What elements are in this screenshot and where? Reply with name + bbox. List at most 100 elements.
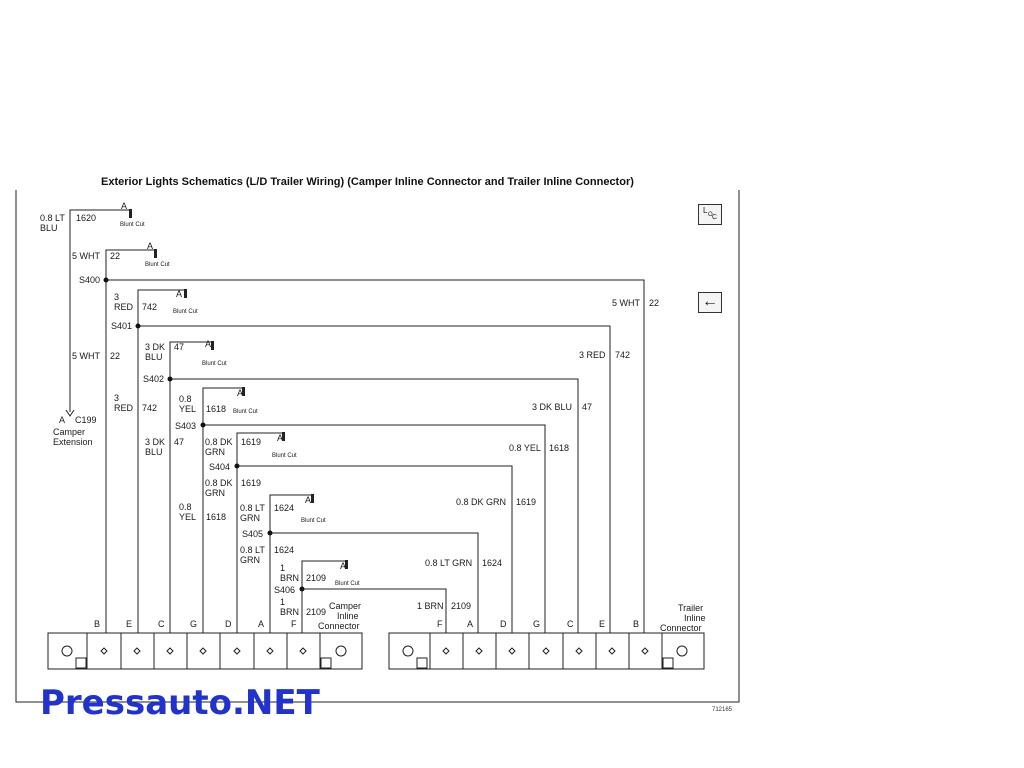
splice-dot [200,422,206,428]
label-1618a-color: YEL [179,404,197,414]
trailer-pin-g: G [533,619,541,629]
blunt-cut-pin-a: A [340,561,347,571]
camper-connector-line3: Connector [318,621,360,631]
label-1620-circuit: 1620 [76,213,97,223]
c199-line1: Camper [53,427,86,437]
figure-number: 712165 [712,707,733,713]
wire-742-stub [137,289,185,326]
camper-pin-d: D [225,619,232,629]
label-2109b-gauge: 1 [280,597,286,607]
wire-1620 [69,209,130,412]
blunt-cut-pin-a: A [205,339,212,349]
blunt-cut-pin-a: A [121,201,128,211]
label-right-47-circuit: 47 [582,402,593,412]
label-1624b-circuit: 1624 [274,545,295,555]
blunt-cut-pin-a: A [277,433,284,443]
label-22a-circuit: 22 [110,251,121,261]
wire-1618-stub [202,387,243,425]
label-2109a-circuit: 2109 [306,573,327,583]
label-1618a-circuit: 1618 [206,404,227,414]
trailer-connector-line2: Inline [684,613,706,623]
trailer-connector-line3: Connector [660,623,702,633]
blunt-cut-marker [311,494,314,503]
label-47b-gauge: 3 DK [145,437,166,447]
blunt-cut-marker [184,289,187,298]
trailer-connector-terminals [442,647,649,655]
blunt-cut-pin-a: A [237,388,244,398]
location-icon[interactable]: L O C [698,204,722,225]
blunt-cut-label: Blunt Cut [272,453,297,459]
blunt-cut-label: Blunt Cut [202,361,227,367]
camper-connector-terminals [100,647,307,655]
label-1619b-circuit: 1619 [241,478,262,488]
label-right-1624-circuit: 1624 [482,558,503,568]
label-right-1618-circuit: 1618 [549,443,570,453]
wire-742-main [138,325,611,625]
blunt-cut-pin-a: A [176,289,183,299]
blunt-cut-label: Blunt Cut [145,262,170,268]
label-right-1619: 0.8 DK GRN [456,497,507,507]
splice-dot [299,586,305,592]
label-22a-gauge: 5 WHT [72,251,100,261]
loc-l: L [703,206,708,215]
wire-1619-stub [236,432,283,466]
wire-47-main [170,378,579,625]
label-2109a-gauge: 1 [280,563,286,573]
label-1624a-gauge: 0.8 LT [240,503,265,513]
splice-dot [135,323,141,329]
wire-2109-stub [301,560,346,589]
splice-s403: S403 [175,421,197,431]
splice-dot [167,376,173,382]
trailer-pin-d: D [500,619,507,629]
diagram-title: Exterior Lights Schematics (L/D Trailer … [101,176,634,188]
label-47a-color: BLU [145,352,163,362]
label-right-1619-circuit: 1619 [516,497,537,507]
trailer-inline-connector [388,632,705,670]
blunt-cut-marker [345,560,348,569]
label-2109b-color: BRN [280,607,300,617]
label-right-2109: 1 BRN [417,601,444,611]
label-1618b-color: YEL [179,512,197,522]
blunt-cut-marker [242,387,245,396]
label-742b-gauge: 3 [114,393,120,403]
label-right-2109-circuit: 2109 [451,601,472,611]
wire-22-stub [105,249,155,280]
label-1624a-circuit: 1624 [274,503,295,513]
label-47a-circuit: 47 [174,342,185,352]
label-right-1624: 0.8 LT GRN [425,558,473,568]
label-1620-color: BLU [40,223,58,233]
wire-1618-main [203,424,546,625]
splice-s400: S400 [79,275,101,285]
splice-s402: S402 [143,374,165,384]
splice-dot [234,463,240,469]
label-right-22: 5 WHT [612,298,640,308]
label-1620-gauge: 0.8 LT [40,213,65,223]
blunt-cut-label: Blunt Cut [233,409,258,415]
blunt-cut-label: Blunt Cut [120,222,145,228]
camper-connector-line2: Inline [337,611,359,621]
label-22b-gauge: 5 WHT [72,351,100,361]
label-47a-gauge: 3 DK [145,342,166,352]
wire-22-main [106,279,645,625]
c199-pin: A [59,415,66,425]
label-742a-circuit: 742 [142,302,158,312]
camper-inline-connector [47,632,363,670]
camper-connector-line1: Camper [329,601,362,611]
wire-2109-main [302,588,447,625]
splice-s405: S405 [242,529,264,539]
label-1618a-gauge: 0.8 [179,394,192,404]
label-right-47: 3 DK BLU [532,402,573,412]
wire-1624-main [270,532,479,625]
label-right-742-circuit: 742 [615,350,631,360]
label-2109a-color: BRN [280,573,300,583]
splice-s406: S406 [274,585,296,595]
label-22b-circuit: 22 [110,351,121,361]
label-47b-color: BLU [145,447,163,457]
back-arrow-icon[interactable]: ← [698,292,722,313]
label-1619b-color: GRN [205,488,225,498]
blunt-cut-label: Blunt Cut [335,581,360,587]
camper-pin-e: E [126,619,133,629]
label-742b-circuit: 742 [142,403,158,413]
